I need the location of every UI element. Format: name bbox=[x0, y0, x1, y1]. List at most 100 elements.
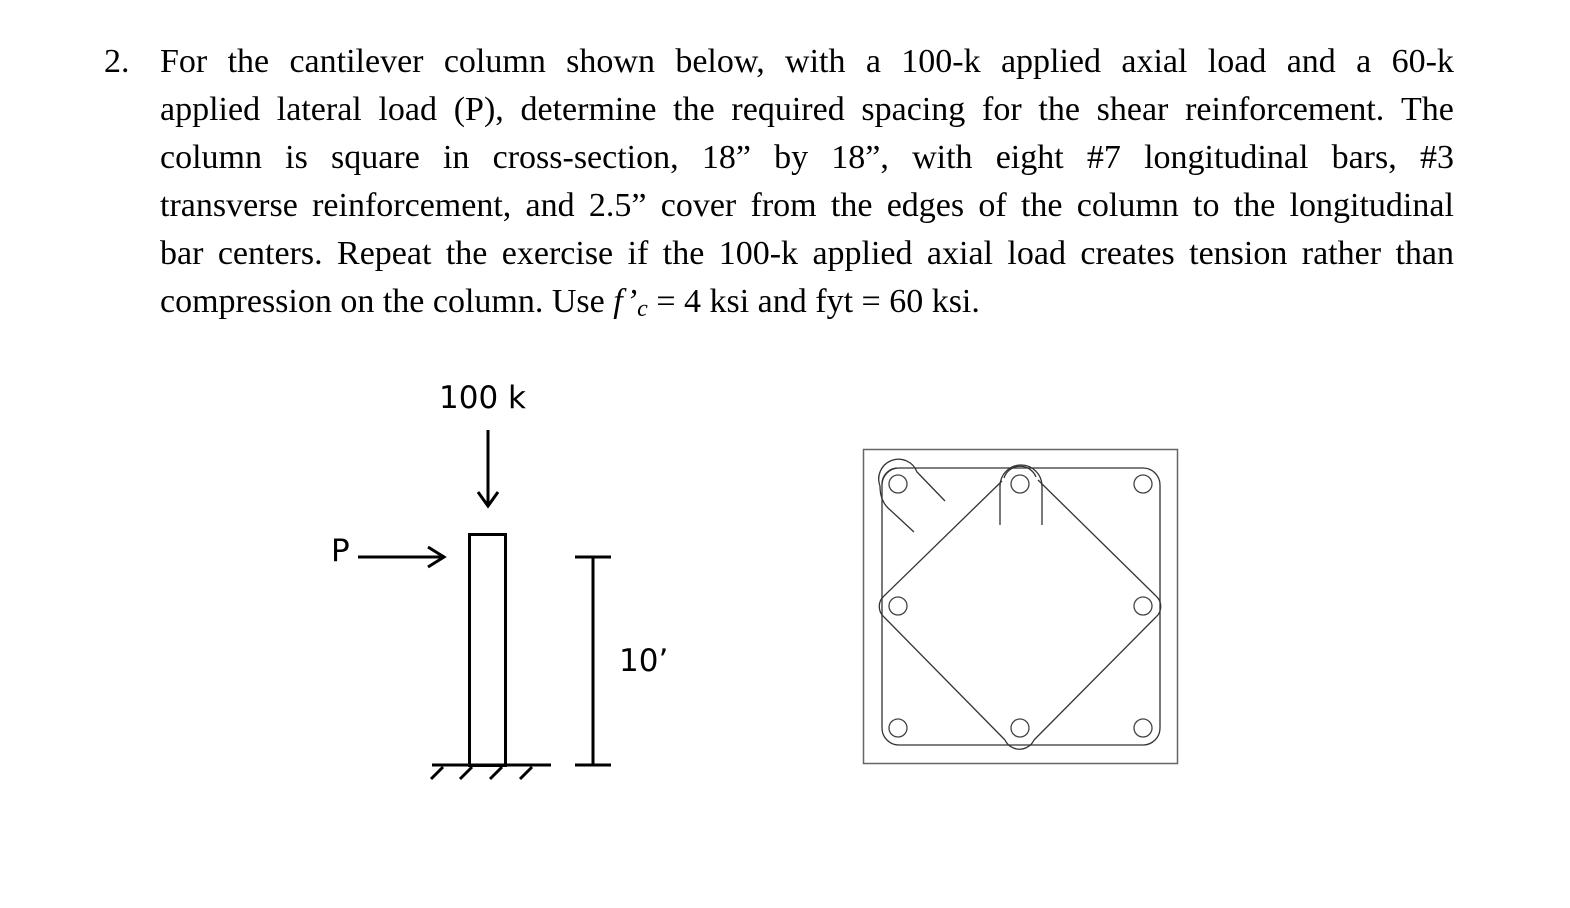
concrete-section-outline bbox=[862, 448, 1179, 765]
word: axial bbox=[926, 235, 993, 272]
word: column bbox=[443, 43, 546, 80]
word: 100-k bbox=[718, 235, 799, 272]
word: than bbox=[1395, 235, 1454, 272]
word: the bbox=[445, 235, 488, 272]
word: by bbox=[774, 139, 809, 176]
bar-bottom-left bbox=[888, 718, 908, 738]
word: applied bbox=[812, 235, 913, 272]
diamond-tie bbox=[878, 464, 1162, 750]
word: The bbox=[1401, 91, 1454, 128]
word: determine bbox=[520, 91, 657, 128]
word: rather bbox=[1301, 235, 1382, 272]
word: load bbox=[1207, 43, 1267, 80]
word: longitudinal bbox=[1144, 139, 1309, 176]
word: #7 bbox=[1086, 139, 1121, 176]
word: for bbox=[982, 91, 1022, 128]
fixed-support-icon bbox=[429, 763, 551, 781]
word: bars, bbox=[1331, 139, 1397, 176]
axial-load-label: 100 k bbox=[439, 380, 526, 416]
bar-middle-right bbox=[1133, 596, 1153, 616]
word: the bbox=[830, 187, 873, 224]
word: tension bbox=[1189, 235, 1288, 272]
perimeter-tie bbox=[881, 467, 1161, 746]
word: 60-k bbox=[1391, 43, 1454, 80]
word: Repeat bbox=[337, 235, 432, 272]
tie-hook-top-left bbox=[878, 458, 946, 533]
word: cross-section, bbox=[492, 139, 679, 176]
word: shear bbox=[1096, 91, 1169, 128]
word: load bbox=[1007, 235, 1066, 272]
word: the bbox=[1020, 187, 1063, 224]
bar-bottom-right bbox=[1133, 718, 1153, 738]
word: shown bbox=[566, 43, 655, 80]
word: applied bbox=[1000, 43, 1102, 80]
word: 18”, bbox=[831, 139, 889, 176]
text-line-3: column is square in cross-section, 18” by 18”, w… bbox=[160, 134, 1454, 182]
longitudinal-bars bbox=[888, 474, 1153, 738]
word: cover bbox=[660, 187, 737, 224]
word: in bbox=[442, 139, 470, 176]
word: from bbox=[750, 187, 817, 224]
word: below, bbox=[675, 43, 765, 80]
word: the bbox=[227, 43, 270, 80]
word: lateral bbox=[276, 91, 362, 128]
word: 100-k bbox=[901, 43, 981, 80]
axial-load-arrow-icon bbox=[476, 430, 500, 509]
word: #3 bbox=[1419, 139, 1454, 176]
word: to bbox=[1193, 187, 1220, 224]
word: reinforcement. bbox=[1185, 91, 1385, 128]
word: bar bbox=[160, 235, 204, 272]
word: exercise bbox=[501, 235, 614, 272]
word: transverse bbox=[160, 187, 298, 224]
word: required bbox=[731, 91, 845, 128]
word: reinforcement, bbox=[312, 187, 512, 224]
word: (P), bbox=[453, 91, 504, 128]
word: centers. bbox=[217, 235, 323, 272]
word: column bbox=[1076, 187, 1179, 224]
bar-bottom-middle bbox=[1010, 718, 1030, 738]
word: and bbox=[1286, 43, 1336, 80]
word: 18” bbox=[701, 139, 751, 176]
word: longitudinal bbox=[1289, 187, 1454, 224]
word: with bbox=[912, 139, 973, 176]
word: 2.5” bbox=[588, 187, 647, 224]
fc-symbol: f’ bbox=[613, 283, 638, 320]
text-line-4: transverse reinforcement, and 2.5” cover from… bbox=[160, 182, 1454, 230]
word: if bbox=[627, 235, 649, 272]
bar-top-middle bbox=[1010, 474, 1030, 494]
word: load bbox=[378, 91, 437, 128]
bar-top-left bbox=[888, 474, 908, 494]
word: is bbox=[285, 139, 308, 176]
word: applied bbox=[160, 91, 261, 128]
fc-subscript: c bbox=[637, 296, 648, 322]
word: with bbox=[785, 43, 846, 80]
word: creates bbox=[1080, 235, 1175, 272]
word: of bbox=[978, 187, 1007, 224]
word: the bbox=[1233, 187, 1276, 224]
word: eight bbox=[995, 139, 1064, 176]
word: cantilever bbox=[289, 43, 424, 80]
word: the bbox=[673, 91, 715, 128]
problem-number: 2. bbox=[104, 43, 130, 80]
bar-top-right bbox=[1133, 474, 1153, 494]
word: the bbox=[662, 235, 705, 272]
lateral-load-arrow-icon bbox=[358, 545, 447, 569]
word: a bbox=[865, 43, 881, 80]
word: column bbox=[160, 139, 262, 176]
word: square bbox=[331, 139, 420, 176]
word: and bbox=[525, 187, 575, 224]
word: a bbox=[1356, 43, 1372, 80]
lateral-load-label: P bbox=[331, 533, 350, 569]
word: spacing bbox=[861, 91, 966, 128]
bar-middle-left bbox=[888, 596, 908, 616]
word: axial bbox=[1121, 43, 1188, 80]
word: For bbox=[160, 43, 208, 80]
text-line-6: compression on the column. Use f’c = 4 k… bbox=[160, 283, 980, 322]
text-line-2: applied lateral load (P), determine the requir… bbox=[160, 86, 1454, 134]
height-dimension-label: 10’ bbox=[619, 643, 669, 679]
